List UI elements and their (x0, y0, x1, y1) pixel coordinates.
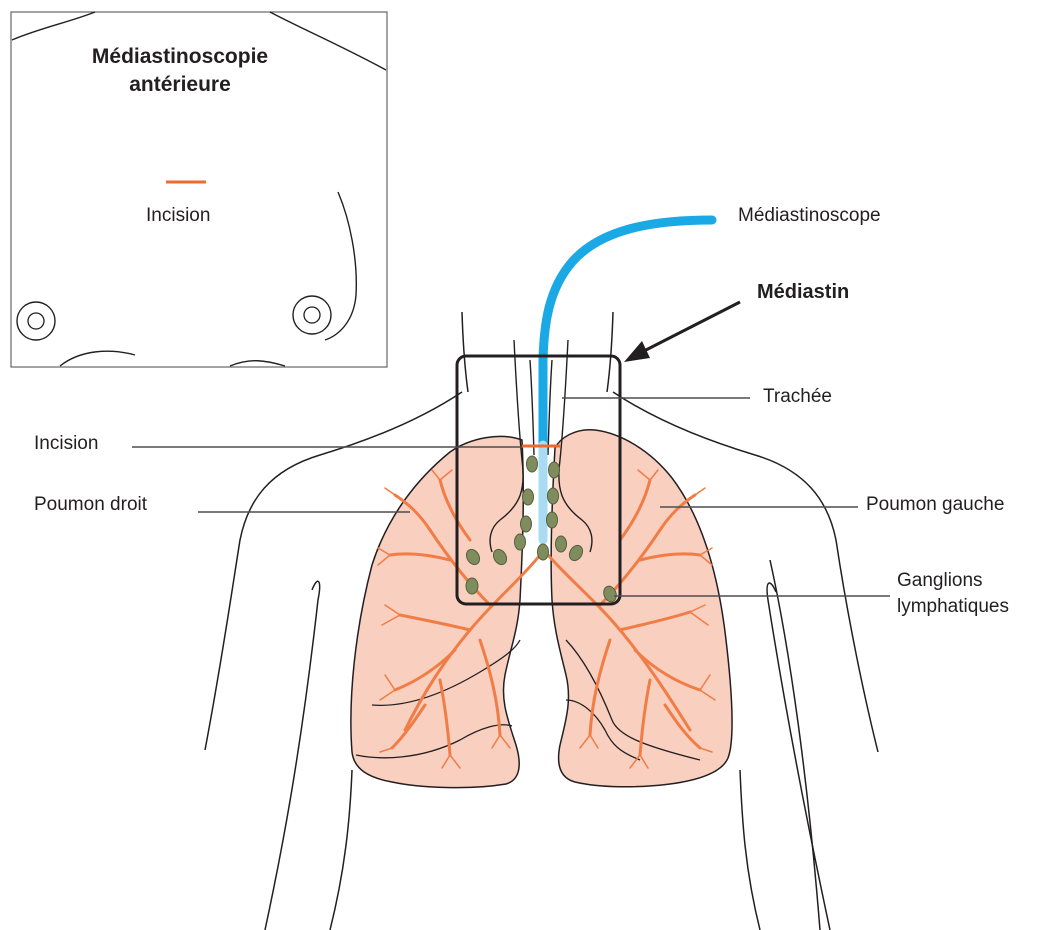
inset-incision-label: Incision (146, 204, 210, 227)
label-incision: Incision (34, 432, 98, 455)
inset-title: Médiastinoscopie antérieure (62, 43, 298, 99)
label-poumon-droit: Poumon droit (34, 493, 147, 516)
lymph-node (527, 456, 538, 472)
label-ganglions: Ganglions lymphatiques (897, 568, 1009, 620)
label-mediastin: Médiastin (757, 281, 849, 304)
label-poumon-gauche: Poumon gauche (866, 493, 1004, 516)
mediastin-arrow (624, 302, 740, 362)
inset-title-line2: antérieure (62, 71, 298, 99)
lung-right (351, 436, 523, 787)
label-trachee: Trachée (763, 385, 832, 408)
label-mediastinoscope: Médiastinoscope (738, 204, 881, 227)
lymph-node (547, 512, 558, 528)
upper-arm-right (770, 560, 820, 930)
lymph-node (556, 536, 567, 552)
neck-right (607, 312, 613, 392)
lymph-node (549, 462, 560, 478)
trachea-inner-right (548, 360, 552, 455)
lymph-node (515, 534, 526, 550)
trachea-inner-left (530, 360, 534, 455)
mediastinoscope-shaft (543, 220, 712, 445)
lymph-node (538, 544, 549, 560)
label-ganglions-line1: Ganglions (897, 568, 1009, 594)
lymph-node (521, 516, 532, 532)
neck-left (462, 312, 468, 392)
torso-left (265, 581, 352, 930)
lymph-node (523, 489, 534, 505)
lymph-node (466, 578, 478, 594)
inset-title-line1: Médiastinoscopie (62, 43, 298, 71)
lymph-node (548, 488, 559, 504)
label-ganglions-line2: lymphatiques (897, 594, 1009, 620)
